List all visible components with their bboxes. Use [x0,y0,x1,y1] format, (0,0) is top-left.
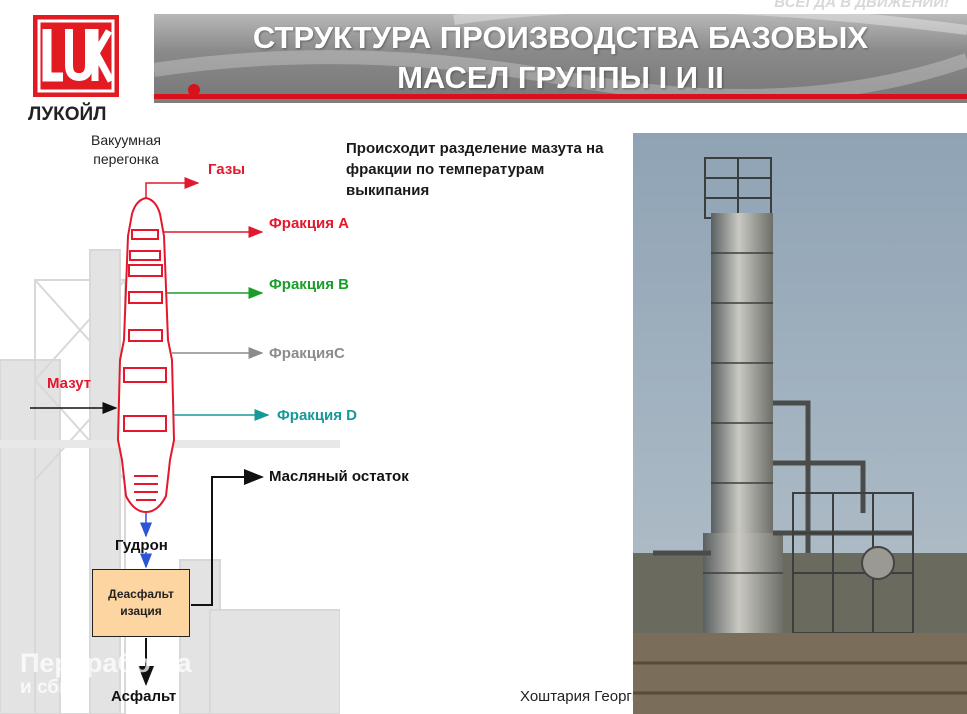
oil-residue-label: Масляный остаток [269,468,409,485]
title-line-2: МАСЕЛ ГРУППЫ I И II [397,60,724,95]
fraction-c-label: ФракцияС [269,345,345,362]
process-description: Происходит разделение мазута на фракции … [346,140,604,199]
author-credit: Хоштария Георгий [520,688,649,705]
refinery-photo-illustration [633,133,967,714]
refinery-photo [633,133,967,714]
watermark-line-1: Переработка [20,648,192,678]
title-banner [154,14,967,96]
column-tray [128,291,163,304]
mazut-label: Мазут [47,375,92,392]
deasphalting-label: Деасфальт изация [108,587,174,618]
header-red-bar [154,94,967,99]
deasphalting-box: Деасфальт изация [92,569,190,637]
header-grey-bar [154,99,967,103]
lukoil-logo [33,15,119,97]
column-tray [128,264,163,277]
watermark-line-2: и сбыт [20,677,85,698]
column-label: Вакуумная перегонка [91,132,161,167]
lukoil-logo-icon [37,19,115,93]
asphalt-label: Асфальт [111,688,177,705]
column-tray [129,250,161,261]
slogan: ВСЕГДА В ДВИЖЕНИИ! [774,0,949,11]
column-tray [123,415,167,432]
logo-name: ЛУКОЙЛ [28,104,107,125]
oil-residue-arrow [191,469,264,606]
column-tray [131,229,159,240]
gases-label: Газы [208,161,246,178]
fraction-b-label: Фракция В [269,276,350,293]
fraction-d-label: Фракция D [277,407,358,424]
page-title: СТРУКТУРА ПРОИЗВОДСТВА БАЗОВЫХ МАСЕЛ ГРУ… [154,18,967,98]
title-line-1: СТРУКТУРА ПРОИЗВОДСТВА БАЗОВЫХ [252,20,869,55]
fraction-a-label: Фракция А [269,215,350,232]
vacuum-column [116,196,176,514]
column-tray [123,367,167,383]
process-diagram [30,177,270,686]
background-factory-silhouette [0,249,340,714]
column-tray [128,329,163,342]
tar-label: Гудрон [115,537,168,554]
gases-arrow [145,177,200,198]
